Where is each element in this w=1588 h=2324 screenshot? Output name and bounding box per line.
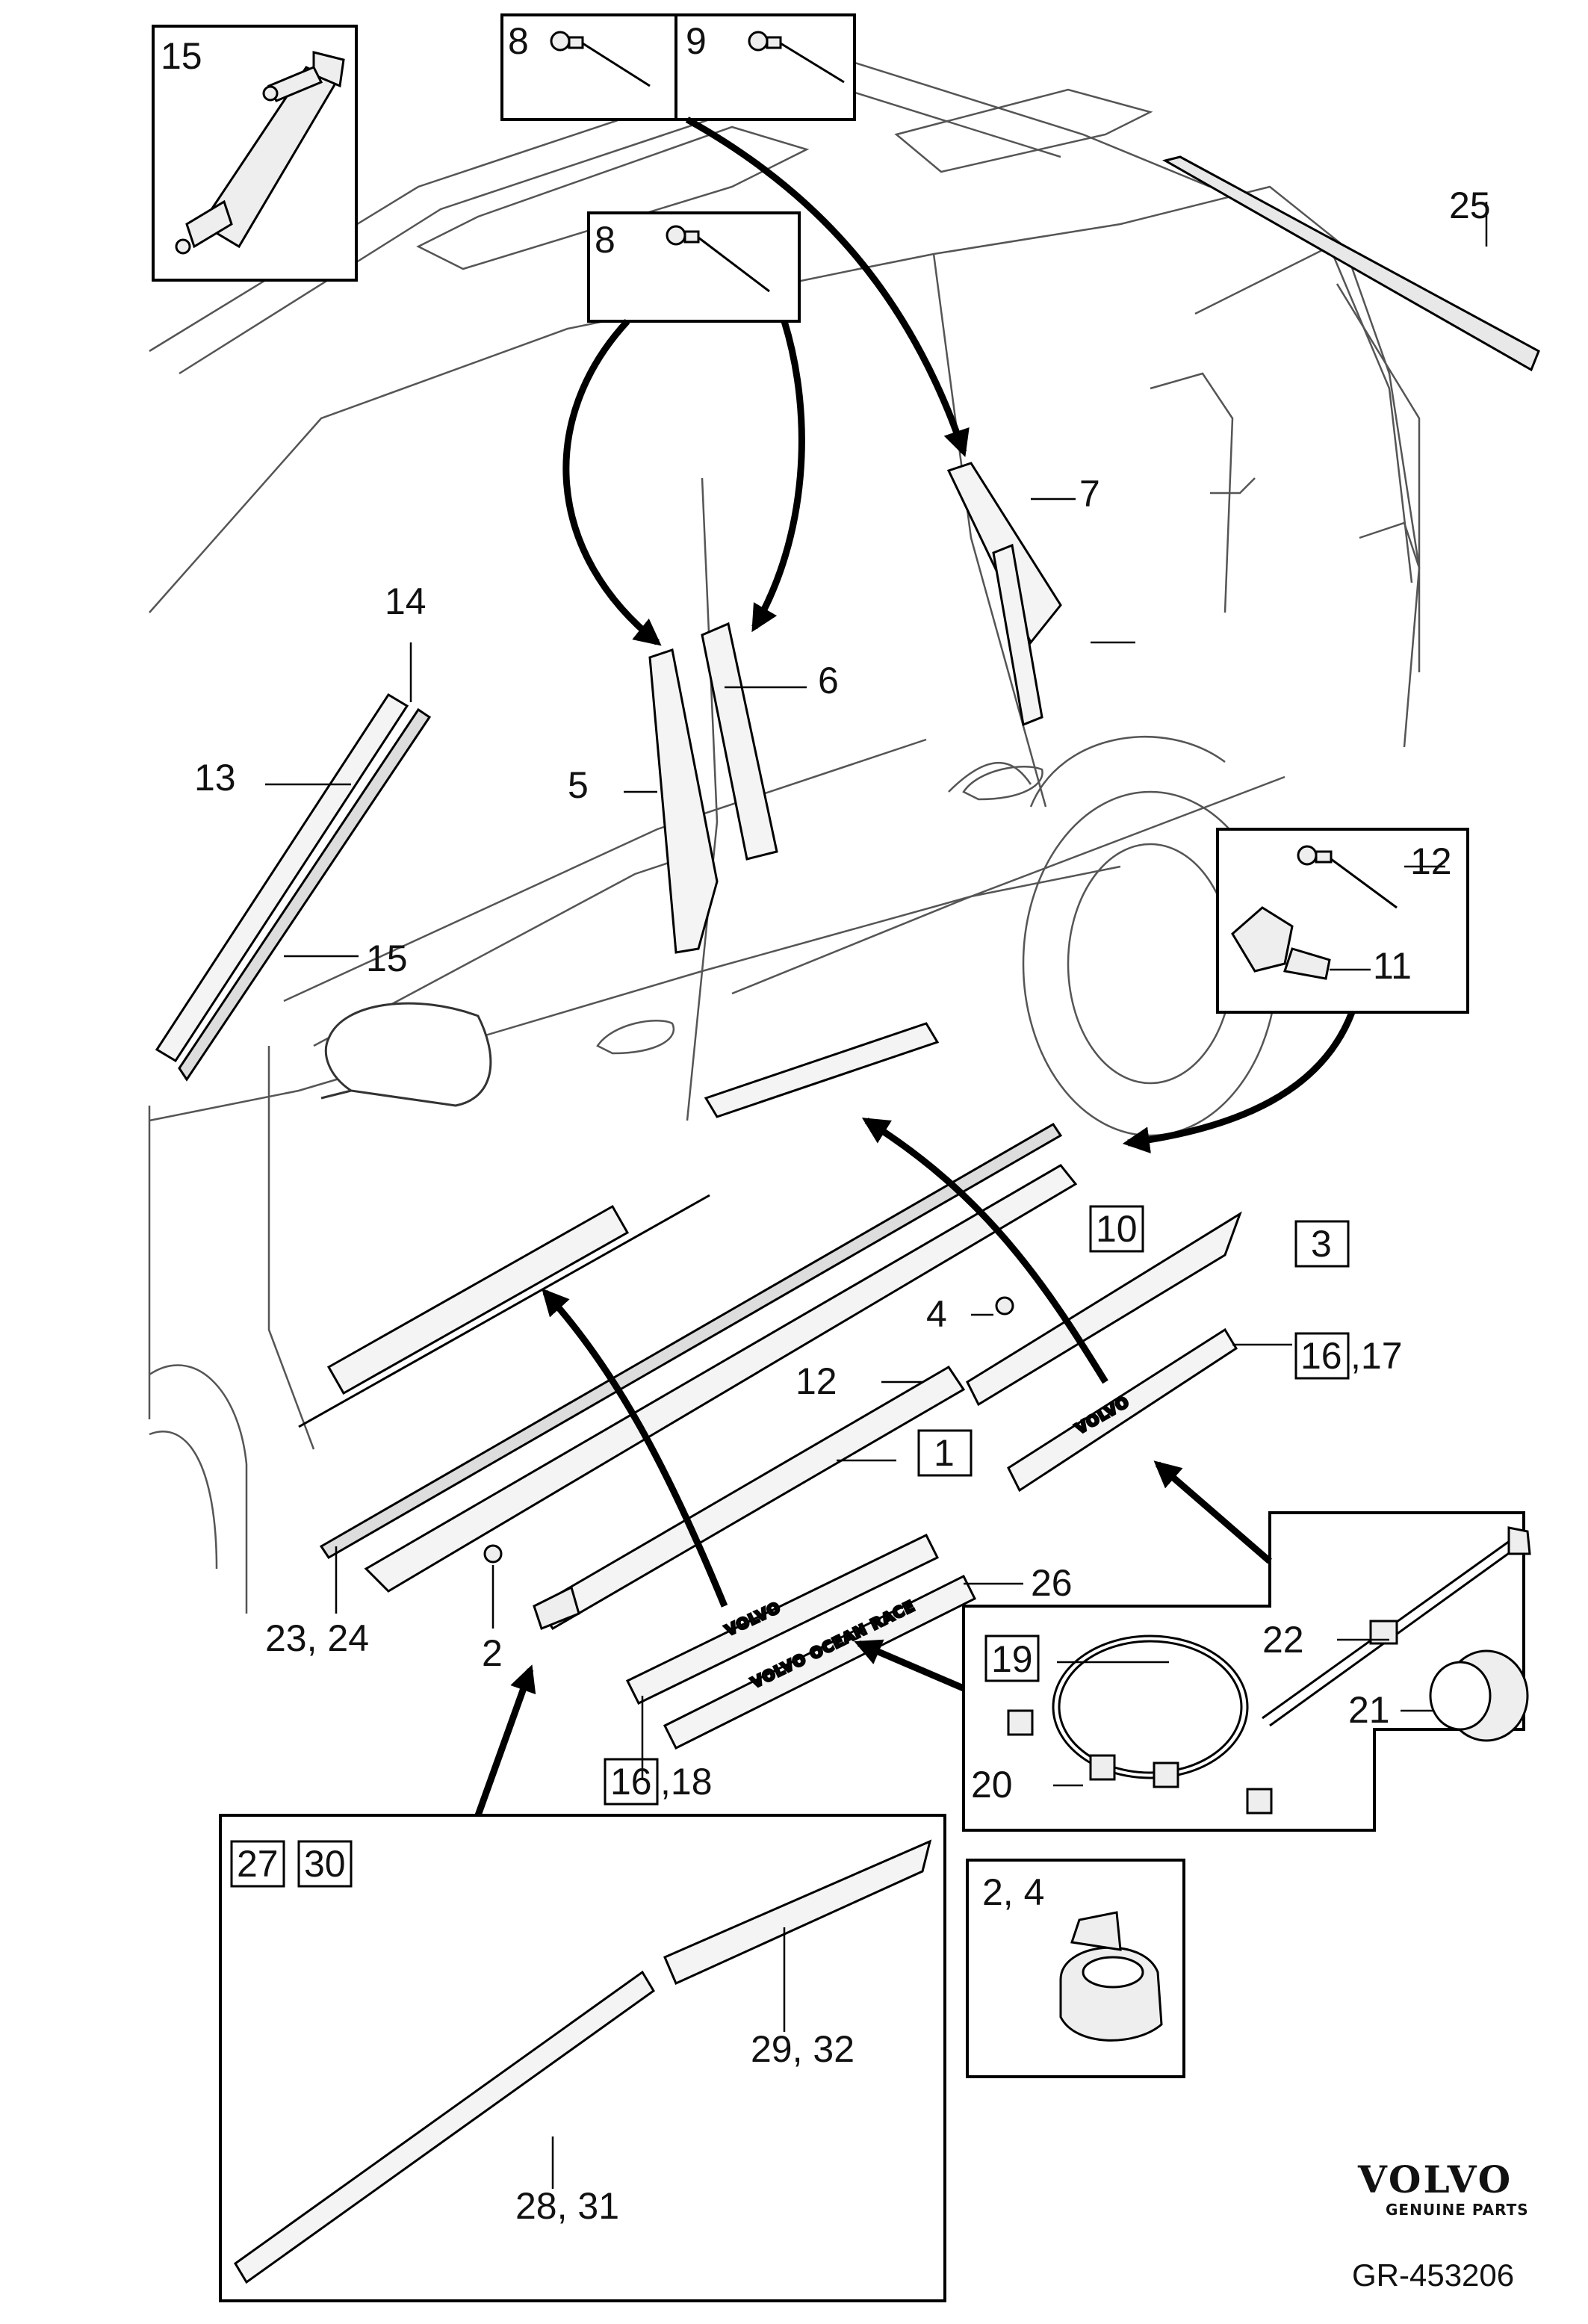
trim-clip-part-15 (175, 51, 345, 255)
callout-10: 10 (1096, 1208, 1138, 1250)
clip-part-2 (483, 1544, 503, 1564)
b-pillar-trim-6 (701, 622, 778, 861)
callout-8-inset: 8 (508, 20, 529, 62)
callout-2: 2 (482, 1632, 503, 1674)
callout-25: 25 (1449, 185, 1491, 226)
grommet-part-21 (1429, 1649, 1529, 1742)
callout-6: 6 (818, 660, 839, 701)
roof-rail-25 (1162, 155, 1540, 372)
callout-15-inset: 15 (161, 35, 202, 77)
callout-11: 11 (1373, 945, 1412, 987)
callout-15: 15 (366, 938, 408, 979)
sill-moulding-3 (966, 1211, 1242, 1407)
scuff-plate-rear (704, 1022, 940, 1118)
callout-26: 26 (1031, 1562, 1073, 1604)
callout-27: 27 (237, 1843, 279, 1885)
callout-16-upper: 16 (1300, 1335, 1342, 1377)
rivet-part-9 (748, 31, 845, 84)
nut-part-11 (1231, 906, 1331, 980)
leader-lines (265, 202, 1488, 2189)
rivet-part-12 (1297, 845, 1398, 909)
wiring-harness-part-19 (1052, 1634, 1249, 1779)
volvo-brand-mark: VOLVO GENUINE PARTS (1357, 2157, 1529, 2219)
callout-2-4-inset: 2, 4 (982, 1871, 1044, 1913)
callout-19: 19 (991, 1638, 1033, 1680)
boxed-label-frames (230, 1205, 1350, 1888)
rivet-part-8-b (666, 225, 770, 293)
clip-part-2-4 (1059, 1911, 1163, 2042)
callout-labels: 15 8 9 8 25 7 14 6 13 5 12 15 11 10 3 4 … (161, 20, 1491, 2227)
callout-3: 3 (1311, 1223, 1332, 1265)
callout-16-lower: 16 (610, 1761, 652, 1803)
inset-box-8-9 (500, 13, 856, 121)
callout-30: 30 (304, 1843, 346, 1885)
callout-22: 22 (1262, 1619, 1304, 1661)
callout-5: 5 (568, 764, 589, 806)
callout-28-31: 28, 31 (515, 2185, 619, 2227)
sill-panel-1 (536, 1365, 966, 1631)
callout-12: 12 (795, 1360, 837, 1402)
diagram-reference-number: GR-453206 (1352, 2258, 1514, 2293)
callout-7: 7 (1079, 473, 1100, 515)
callout-arrows (474, 117, 1356, 1817)
side-mirror (320, 1002, 492, 1107)
door-handle-front (596, 1020, 674, 1055)
door-handle-rear (962, 766, 1043, 801)
a-pillar-strip-14 (178, 707, 432, 1082)
sill-moulding-10 (364, 1164, 1078, 1593)
end-cap-2 (533, 1585, 580, 1630)
inset-box-19-22 (962, 1511, 1525, 1832)
callout-4: 4 (926, 1293, 947, 1335)
callout-29-32: 29, 32 (751, 2028, 855, 2070)
genuine-parts-text: GENUINE PARTS (1386, 2201, 1529, 2219)
callout-18: ,18 (660, 1761, 713, 1803)
callout-14: 14 (385, 580, 427, 622)
callout-20: 20 (971, 1764, 1013, 1806)
volvo-logo-text: VOLVO (1357, 2157, 1513, 2201)
callout-21: 21 (1348, 1689, 1390, 1731)
moulding-part-28-31 (234, 1970, 655, 2284)
b-pillar-trim-5 (648, 648, 719, 954)
c-pillar-trim-7 (946, 462, 1062, 727)
connector-part-20 (1007, 1709, 1273, 1815)
callout-12-inset: 12 (1410, 840, 1452, 882)
callout-23-24: 23, 24 (265, 1617, 369, 1659)
callout-17: ,17 (1350, 1335, 1403, 1377)
clip-part-4 (995, 1296, 1014, 1316)
rivet-part-8 (550, 31, 651, 87)
scuff-plate-front (326, 1204, 630, 1395)
car-body-outline (148, 51, 1421, 1614)
side-rail-23-24 (298, 1122, 1063, 1560)
inset-box-8 (587, 211, 801, 323)
moulding-part-29-32 (663, 1839, 932, 1985)
a-pillar-trim-13 (155, 692, 409, 1063)
callout-8-inset-b: 8 (595, 219, 615, 261)
callout-13: 13 (194, 757, 236, 799)
callout-1: 1 (934, 1432, 955, 1474)
cable-tie-part-22 (1262, 1526, 1531, 1727)
callout-9-inset: 9 (686, 20, 707, 62)
